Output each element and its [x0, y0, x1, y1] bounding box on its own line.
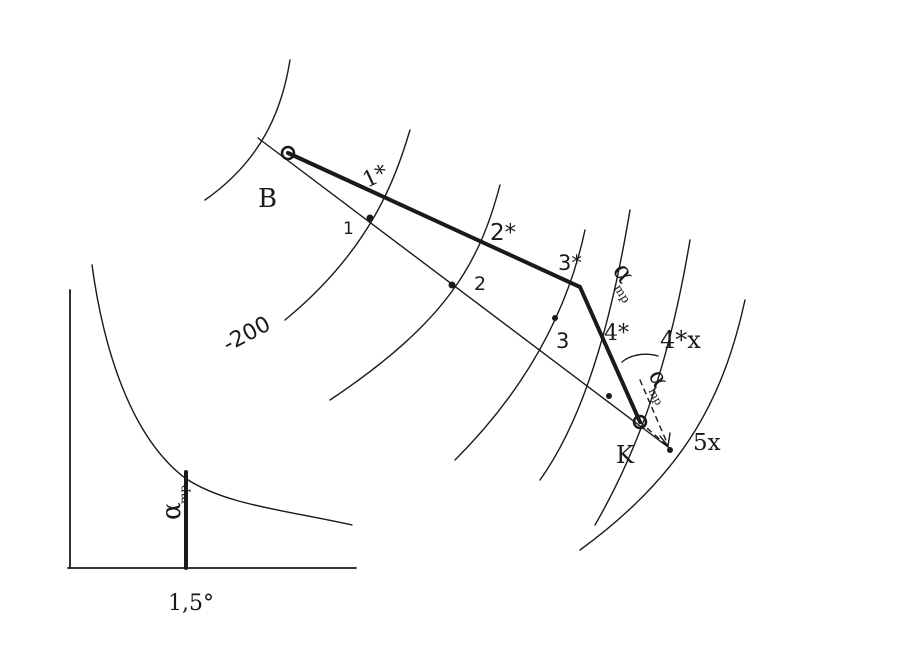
point-3-dot: [552, 315, 558, 321]
label-b: B: [258, 184, 277, 214]
dashed-arrow-head: [659, 432, 671, 447]
point-1-dot: [366, 214, 374, 222]
point-k-marker: [632, 414, 648, 430]
label-star-3: 3*: [558, 251, 582, 275]
point-2-dot: [448, 281, 456, 289]
label-k: K: [616, 441, 635, 469]
contour-line-3: [329, 184, 501, 401]
contour-line-5: [539, 209, 631, 481]
line-points: [366, 214, 673, 453]
graph-alpha-mp-label: α mp: [157, 485, 191, 520]
label-star-4x: 4*x: [660, 326, 701, 354]
label-star-4: 4*: [604, 321, 629, 346]
svg-text:α: α: [157, 502, 187, 520]
angle-arc: [621, 353, 659, 363]
point-4-dot: [606, 393, 612, 399]
label-3: 3: [556, 329, 569, 353]
svg-text:mp: mp: [177, 485, 191, 504]
label-alpha-mp-lower: α mp: [643, 365, 675, 408]
dashed-arrow: [639, 379, 669, 446]
bold-path: [286, 151, 642, 424]
contour-line-1: [204, 59, 291, 201]
straight-line-b-5x: [257, 137, 673, 451]
point-5x-dot: [667, 447, 673, 453]
contour-line-7: [579, 299, 746, 551]
svg-text:mp: mp: [646, 386, 666, 408]
label-1: 1: [343, 219, 354, 239]
label-2: 2: [474, 273, 486, 295]
point-b-marker: [280, 145, 296, 161]
label-alpha-mp-upper: α mp: [606, 258, 641, 306]
contour-line-2: [284, 129, 411, 321]
label-star-2: 2*: [490, 220, 516, 246]
graph-x-value-label: 1,5°: [168, 591, 214, 616]
graph-curve: [91, 264, 353, 526]
inset-graph: α mp 1,5°: [67, 264, 357, 616]
label-star-5x: 5x: [693, 430, 721, 456]
contour-line-6: [594, 239, 691, 526]
label-contour-value: -200: [219, 312, 275, 358]
contour-lines: [204, 59, 746, 551]
contour-line-4: [454, 229, 586, 461]
